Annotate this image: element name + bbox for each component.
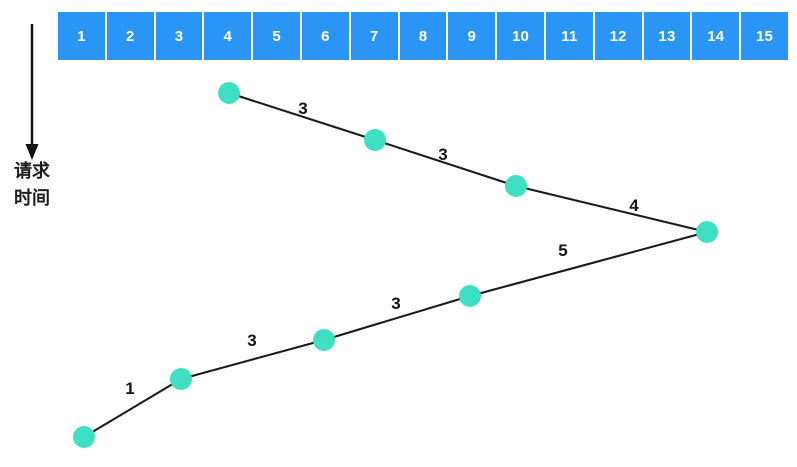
graph-node[interactable] xyxy=(218,82,240,104)
edge-weight-label: 4 xyxy=(629,196,639,215)
graph-edge xyxy=(468,230,709,298)
column-header-cell[interactable]: 13 xyxy=(643,12,691,60)
edge-weight-label: 1 xyxy=(125,379,135,398)
column-header-cell[interactable]: 6 xyxy=(301,12,349,60)
column-header-cell[interactable]: 4 xyxy=(204,12,252,60)
edge-group xyxy=(82,91,709,439)
axis-label-line-2: 时间 xyxy=(14,188,50,209)
column-header-cell[interactable]: 3 xyxy=(155,12,203,60)
down-arrow-icon xyxy=(25,24,39,160)
request-time-axis: 请求 时间 xyxy=(0,20,64,235)
column-header-cell[interactable]: 14 xyxy=(692,12,740,60)
column-header-cell[interactable]: 5 xyxy=(253,12,300,60)
column-header-cell[interactable]: 10 xyxy=(497,12,544,60)
graph-node[interactable] xyxy=(364,129,386,151)
node-group xyxy=(73,82,718,448)
column-header-cell[interactable]: 9 xyxy=(448,12,496,60)
column-header-cell[interactable]: 12 xyxy=(594,12,642,60)
column-header-cell[interactable]: 1 xyxy=(58,12,105,60)
graph-node[interactable] xyxy=(313,329,335,351)
edge-weight-label: 3 xyxy=(247,331,257,350)
edge-weight-label: 3 xyxy=(438,145,448,164)
edge-weight-label: 3 xyxy=(391,294,401,313)
column-header-cell[interactable]: 2 xyxy=(106,12,154,60)
column-header-cell[interactable]: 8 xyxy=(399,12,447,60)
graph-node[interactable] xyxy=(696,221,718,243)
graph-edge xyxy=(373,138,518,188)
graph-edge xyxy=(514,184,709,234)
graph-node[interactable] xyxy=(505,175,527,197)
edge-weight-label: 5 xyxy=(558,241,568,260)
graph-edge xyxy=(179,338,326,381)
axis-label-line-1: 请求 xyxy=(14,161,50,182)
edge-weight-label: 3 xyxy=(298,99,308,118)
graph-node[interactable] xyxy=(73,426,95,448)
graph-edge xyxy=(227,91,377,142)
graph-edge xyxy=(322,294,472,342)
column-header-cell[interactable]: 7 xyxy=(350,12,398,60)
graph-edge xyxy=(82,377,183,439)
column-header-cell[interactable]: 15 xyxy=(741,12,788,60)
column-header-cell[interactable]: 11 xyxy=(545,12,593,60)
graph-node[interactable] xyxy=(459,285,481,307)
graph-node[interactable] xyxy=(170,368,192,390)
